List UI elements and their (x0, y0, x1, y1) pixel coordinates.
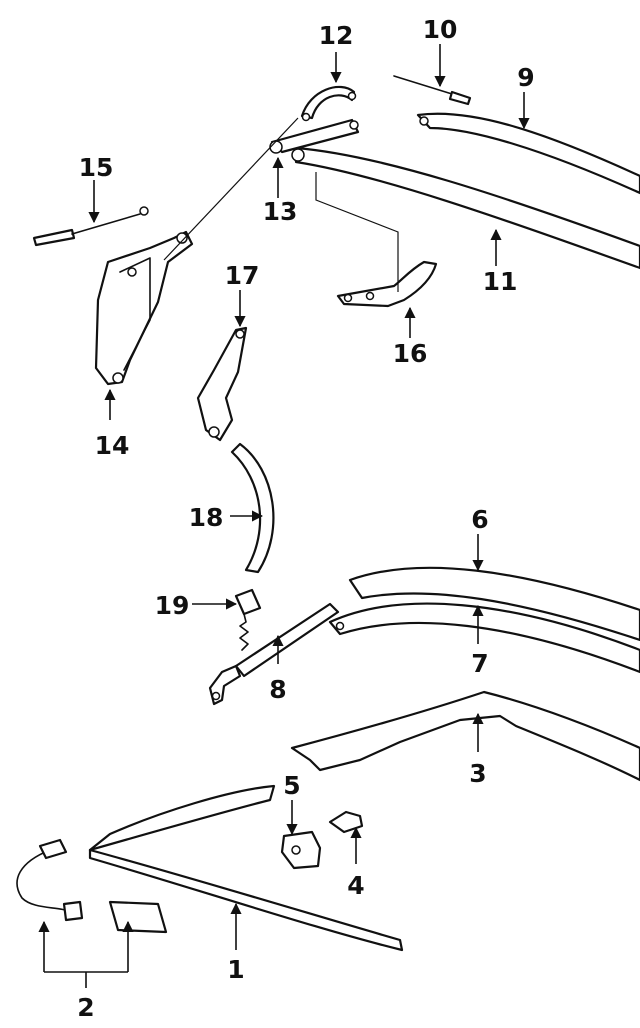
callout-19: 19 (155, 591, 190, 620)
part-9-rail[interactable] (416, 112, 640, 195)
part-6-bow[interactable] (348, 566, 640, 642)
part-19-spring[interactable] (234, 588, 262, 651)
part-13-link[interactable] (269, 118, 360, 154)
callout-18: 18 (189, 503, 224, 532)
part-8-rod[interactable] (208, 602, 340, 706)
callout-8: 8 (269, 675, 286, 704)
reference-line-16 (315, 172, 399, 292)
leader-lines (38, 44, 530, 988)
part-4-striker[interactable] (328, 810, 364, 834)
part-17-arm[interactable] (196, 326, 248, 442)
part-3-rail[interactable] (290, 690, 640, 782)
callout-14: 14 (95, 431, 130, 460)
callout-9: 9 (517, 63, 534, 92)
callout-11: 11 (483, 267, 518, 296)
part-1-frame[interactable] (88, 784, 404, 952)
part-5-latch[interactable] (280, 830, 322, 870)
part-14-bracket[interactable] (94, 230, 194, 386)
part-15-cable[interactable] (32, 206, 149, 247)
callout-7: 7 (471, 649, 488, 678)
part-10-cable[interactable] (393, 75, 472, 106)
callout-15: 15 (79, 153, 114, 182)
part-12-bracket[interactable] (300, 86, 357, 122)
callout-16: 16 (393, 339, 428, 368)
callout-10: 10 (423, 15, 458, 44)
callout-12: 12 (319, 21, 354, 50)
callout-1: 1 (227, 955, 244, 984)
callout-6: 6 (471, 505, 488, 534)
callout-3: 3 (469, 759, 486, 788)
callout-2: 2 (77, 993, 94, 1022)
part-7-bow[interactable] (328, 602, 640, 674)
reference-line-14 (163, 117, 299, 261)
callout-17: 17 (225, 261, 260, 290)
part-18-strap[interactable] (230, 442, 275, 574)
part-16-bracket[interactable] (336, 260, 438, 308)
callout-5: 5 (283, 771, 300, 800)
callout-4: 4 (347, 871, 364, 900)
callout-13: 13 (263, 197, 298, 226)
